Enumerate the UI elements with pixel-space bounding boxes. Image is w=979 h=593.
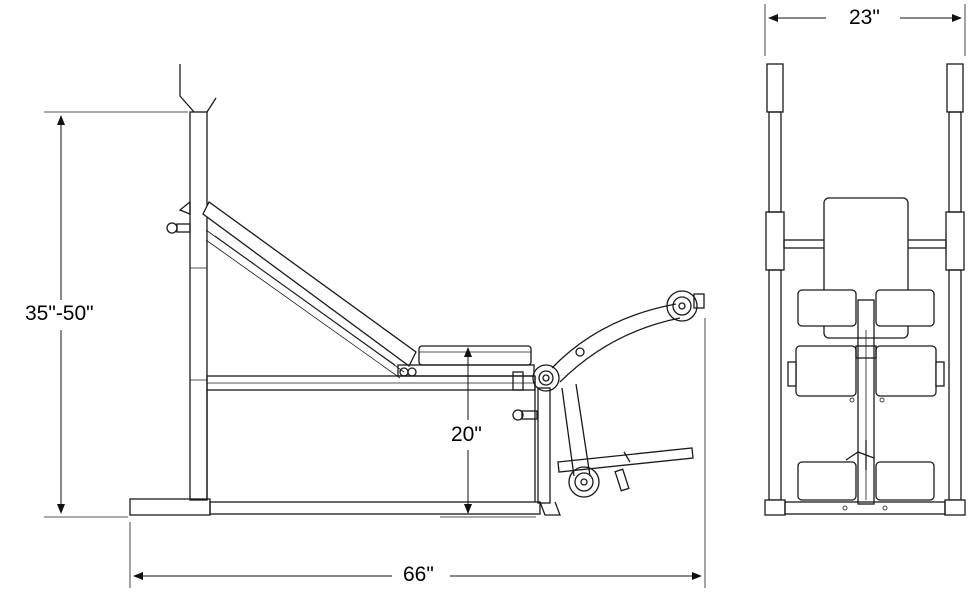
bar-catch: [179, 64, 217, 113]
lower-pad-left: [797, 461, 857, 501]
front-view: [764, 63, 966, 516]
right-foot: [944, 499, 966, 516]
right-upright-cap: [946, 63, 964, 113]
upright-post: [189, 111, 208, 501]
center-column: [857, 299, 875, 505]
seat-height-label: 20": [448, 423, 485, 447]
upper-pad-right: [875, 289, 935, 327]
front-base-rail: [784, 501, 946, 515]
upper-pad-left: [797, 289, 857, 327]
side-dimensions: [44, 111, 706, 588]
leg-arm-lower: [561, 383, 591, 477]
front-post: [537, 387, 551, 504]
leg-pivot-roller: [532, 364, 560, 392]
bottom-roller: [568, 466, 600, 498]
width-label: 23": [846, 6, 883, 30]
middle-pad-right: [875, 345, 937, 397]
height-range-label: 35"-50": [22, 302, 97, 326]
side-view: [129, 64, 705, 516]
seat-pad: [418, 345, 532, 366]
weight-bar: [557, 447, 694, 473]
middle-pad-left: [795, 345, 857, 397]
length-label: 66": [400, 563, 437, 587]
upright-knob: [166, 222, 178, 234]
base-foot-front: [129, 498, 211, 516]
front-foot: [539, 501, 561, 516]
backrest-pad: [202, 201, 417, 367]
width-dimension: [764, 4, 966, 56]
leg-arm-upper: [551, 303, 677, 369]
left-foot: [764, 499, 786, 516]
lower-pad-right: [875, 461, 935, 501]
base-rail: [209, 501, 541, 515]
top-roller: [666, 290, 698, 322]
left-upright-cap: [766, 63, 784, 113]
